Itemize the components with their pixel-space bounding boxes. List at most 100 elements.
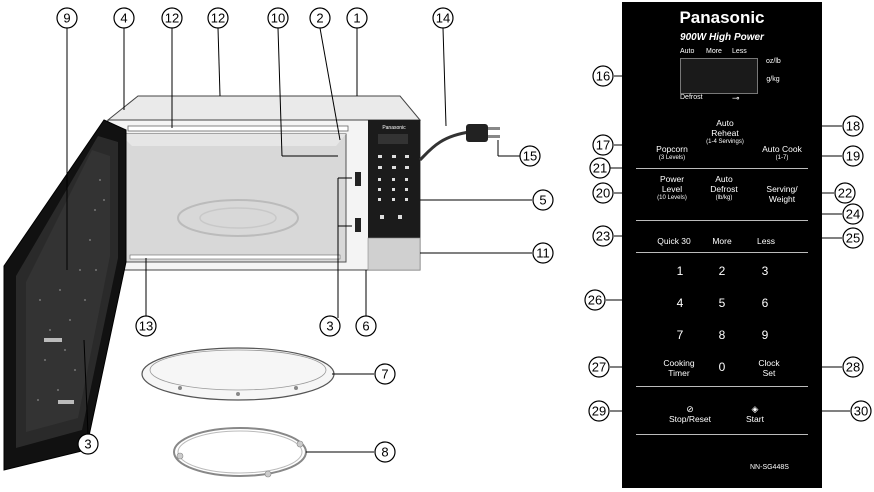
keypad-6[interactable]: 6	[761, 296, 769, 310]
callout-11: 11	[532, 242, 554, 264]
callout-4: 4	[113, 7, 135, 29]
stop-reset-button[interactable]: ⊘ Stop/Reset	[650, 404, 730, 424]
power-level-button[interactable]: Power Level (10 Levels)	[657, 174, 687, 201]
unit-oz-lb: oz/lb	[766, 58, 781, 65]
svg-text:7: 7	[381, 367, 388, 382]
callout-6: 6	[355, 315, 377, 337]
divider	[636, 220, 808, 221]
keypad-1[interactable]: 1	[676, 264, 684, 278]
svg-text:6: 6	[362, 319, 369, 334]
callout-17: 17	[592, 134, 614, 156]
callout-22: 22	[834, 182, 856, 204]
svg-text:1: 1	[353, 11, 360, 26]
svg-text:12: 12	[165, 11, 179, 26]
svg-text:24: 24	[846, 207, 860, 222]
cooking-timer-button[interactable]: Cooking Timer	[663, 358, 695, 378]
brand-logo: Panasonic	[679, 8, 765, 27]
power-cord	[418, 124, 500, 162]
keypad-2[interactable]: 2	[718, 264, 726, 278]
start-button[interactable]: ◈ Start	[730, 404, 780, 424]
auto-cook-button[interactable]: Auto Cook (1-7)	[762, 144, 802, 161]
keypad-7[interactable]: 7	[676, 328, 684, 342]
display-label-auto: Auto	[680, 48, 695, 55]
callout-2: 2	[309, 7, 331, 29]
keypad-8[interactable]: 8	[718, 328, 726, 342]
display-label-less: Less	[732, 48, 747, 55]
callout-10: 10	[267, 7, 289, 29]
svg-text:30: 30	[854, 404, 868, 419]
keypad-0[interactable]: 0	[718, 360, 726, 374]
keypad-5[interactable]: 5	[718, 296, 726, 310]
svg-text:5: 5	[539, 193, 546, 208]
callout-5: 5	[532, 189, 554, 211]
quick-30-button[interactable]: Quick 30	[657, 236, 691, 246]
power-rating: 900W High Power	[680, 32, 764, 43]
callout-24: 24	[842, 203, 864, 225]
keypad-9[interactable]: 9	[761, 328, 769, 342]
svg-text:21: 21	[593, 161, 607, 176]
roller-ring	[173, 427, 307, 478]
keypad-3[interactable]: 3	[761, 264, 769, 278]
callout-28: 28	[842, 356, 864, 378]
callout-23: 23	[592, 225, 614, 247]
callout-8: 8	[374, 441, 396, 463]
door	[3, 119, 127, 471]
clock-set-button[interactable]: Clock Set	[758, 358, 780, 378]
callout-12b: 12	[207, 7, 229, 29]
callout-1: 1	[346, 7, 368, 29]
svg-text:12: 12	[211, 11, 225, 26]
callout-25: 25	[842, 227, 864, 249]
callout-27: 27	[588, 356, 610, 378]
svg-text:17: 17	[596, 138, 610, 153]
callout-19: 19	[842, 145, 864, 167]
svg-text:11: 11	[536, 246, 550, 261]
divider	[636, 252, 808, 253]
callout-15: 15	[519, 145, 541, 167]
divider	[636, 168, 808, 169]
divider	[636, 386, 808, 387]
svg-text:16: 16	[596, 69, 610, 84]
svg-text:15: 15	[523, 149, 537, 164]
svg-text:3: 3	[326, 319, 333, 334]
callout-3b: 3	[77, 433, 99, 455]
glass-tray	[141, 347, 335, 401]
svg-text:10: 10	[271, 11, 285, 26]
auto-reheat-button[interactable]: Auto Reheat (1-4 Servings)	[706, 118, 744, 145]
svg-text:3: 3	[84, 437, 91, 452]
svg-text:14: 14	[436, 11, 450, 26]
svg-text:22: 22	[838, 186, 852, 201]
svg-text:20: 20	[596, 186, 610, 201]
callout-14: 14	[432, 7, 454, 29]
svg-text:18: 18	[846, 119, 860, 134]
stop-icon: ⊘	[686, 404, 694, 414]
callout-18: 18	[842, 115, 864, 137]
svg-text:8: 8	[381, 445, 388, 460]
less-button[interactable]: Less	[757, 236, 775, 246]
start-icon: ◈	[751, 404, 759, 414]
microwave-body: Panasonic	[106, 95, 422, 271]
svg-text:25: 25	[846, 231, 860, 246]
callout-29: 29	[588, 400, 610, 422]
callout-12a: 12	[161, 7, 183, 29]
callout-13: 13	[135, 315, 157, 337]
callout-3a: 3	[319, 315, 341, 337]
popcorn-button[interactable]: Popcorn (3 Levels)	[656, 144, 688, 161]
serving-weight-button[interactable]: Serving/ Weight	[766, 184, 798, 204]
callout-7: 7	[374, 363, 396, 385]
svg-text:13: 13	[139, 319, 153, 334]
auto-defrost-button[interactable]: Auto Defrost (lb/kg)	[710, 174, 738, 201]
svg-text:9: 9	[63, 11, 70, 26]
callout-21: 21	[589, 157, 611, 179]
display-label-more: More	[706, 48, 722, 55]
keypad-4[interactable]: 4	[676, 296, 684, 310]
control-panel: Panasonic 900W High Power Auto More Less…	[622, 2, 822, 488]
more-button[interactable]: More	[712, 236, 732, 246]
svg-text:29: 29	[592, 404, 606, 419]
svg-text:4: 4	[120, 11, 127, 26]
child-lock-icon: ⊸	[732, 93, 740, 103]
defrost-indicator: Defrost	[680, 94, 703, 101]
callout-20: 20	[592, 182, 614, 204]
svg-text:Panasonic: Panasonic	[382, 125, 406, 131]
model-number: NN-SG448S	[750, 464, 789, 471]
